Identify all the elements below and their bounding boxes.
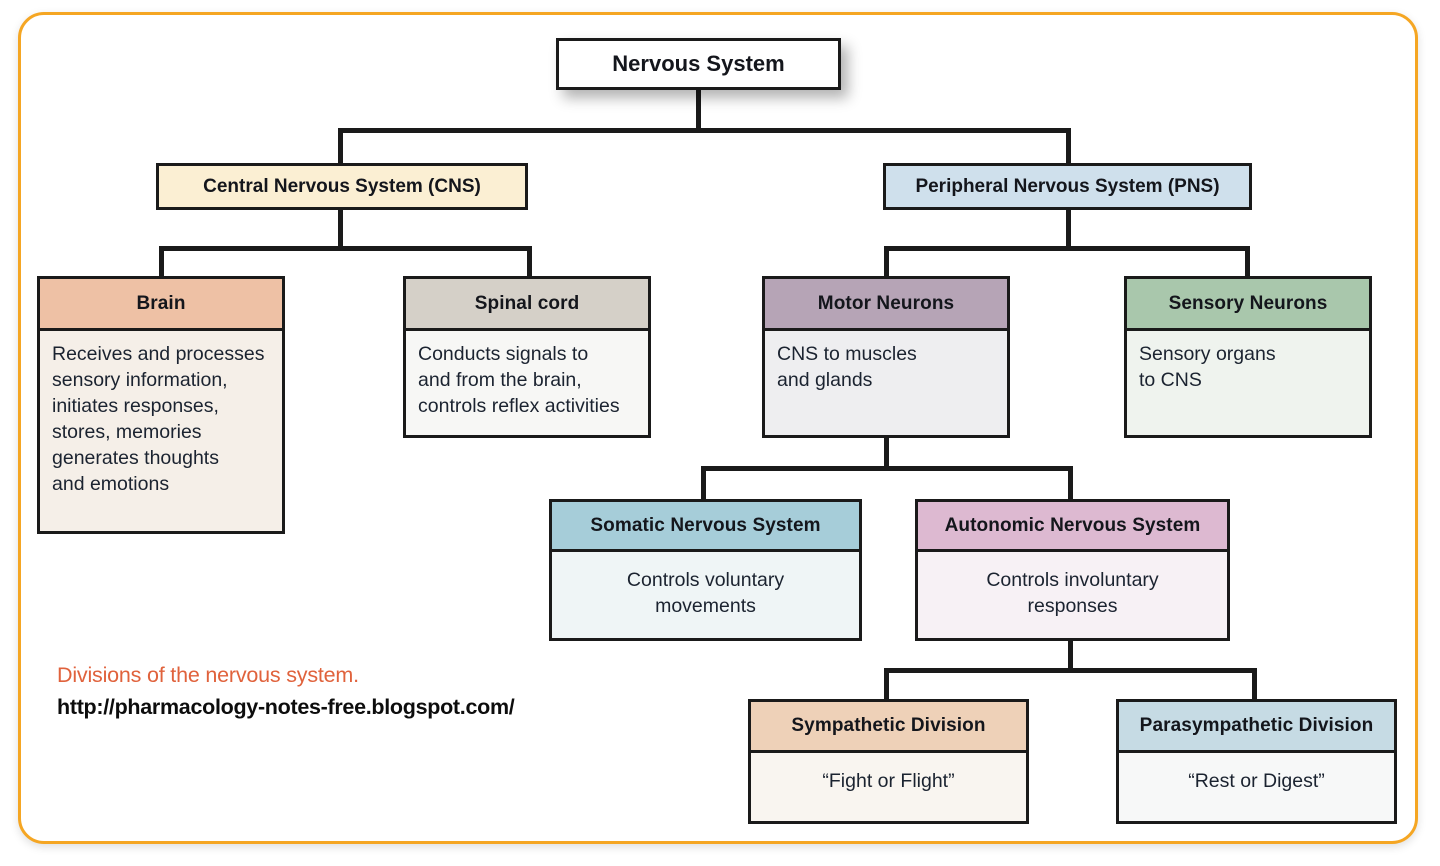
node-brain-body: Receives and processes sensory informati… bbox=[40, 328, 282, 531]
brain-line: initiates responses, bbox=[52, 394, 219, 417]
connector-to-autonomic bbox=[1068, 466, 1073, 500]
node-somatic-header: Somatic Nervous System bbox=[552, 502, 859, 549]
connector-pns-stem bbox=[1066, 208, 1071, 250]
connector-autonomic-bar bbox=[884, 668, 1256, 673]
node-parasympathetic-body: “Rest or Digest” bbox=[1119, 750, 1394, 821]
brain-line: stores, memories bbox=[52, 420, 202, 443]
node-autonomic-header: Autonomic Nervous System bbox=[918, 502, 1227, 549]
autonomic-line: Controls involuntary bbox=[986, 569, 1159, 591]
connector-to-somatic bbox=[701, 466, 706, 500]
node-pns-label: Peripheral Nervous System (PNS) bbox=[915, 175, 1220, 197]
caption-url[interactable]: http://pharmacology-notes-free.blogspot.… bbox=[57, 695, 515, 720]
parasympathetic-line: “Rest or Digest” bbox=[1188, 770, 1325, 792]
node-motor-neurons-label: Motor Neurons bbox=[817, 292, 955, 314]
node-somatic-label: Somatic Nervous System bbox=[590, 514, 821, 536]
motor-line: and glands bbox=[777, 368, 873, 391]
caption-title: Divisions of the nervous system. bbox=[57, 663, 359, 687]
node-autonomic-nervous-system[interactable]: Autonomic Nervous System Controls involu… bbox=[915, 499, 1230, 641]
connector-to-motor-neurons bbox=[884, 246, 889, 278]
node-somatic-nervous-system[interactable]: Somatic Nervous System Controls voluntar… bbox=[549, 499, 862, 641]
brain-line: generates thoughts bbox=[52, 446, 219, 469]
sensory-line: to CNS bbox=[1139, 368, 1202, 391]
node-somatic-body: Controls voluntary movements bbox=[552, 549, 859, 638]
node-sympathetic-label: Sympathetic Division bbox=[791, 715, 986, 736]
node-brain[interactable]: Brain Receives and processes sensory inf… bbox=[37, 276, 285, 534]
node-motor-neurons[interactable]: Motor Neurons CNS to muscles and glands bbox=[762, 276, 1010, 438]
brain-line: sensory information, bbox=[52, 368, 228, 391]
node-sensory-neurons[interactable]: Sensory Neurons Sensory organs to CNS bbox=[1124, 276, 1372, 438]
motor-line: CNS to muscles bbox=[777, 343, 917, 365]
node-sympathetic-header: Sympathetic Division bbox=[751, 702, 1026, 750]
node-nervous-system-label: Nervous System bbox=[612, 51, 785, 76]
node-parasympathetic-division[interactable]: Parasympathetic Division “Rest or Digest… bbox=[1116, 699, 1397, 824]
node-nervous-system[interactable]: Nervous System bbox=[556, 38, 841, 90]
node-motor-neurons-header: Motor Neurons bbox=[765, 279, 1007, 328]
node-sensory-neurons-label: Sensory Neurons bbox=[1168, 292, 1328, 314]
spinal-line: and from the brain, bbox=[418, 368, 582, 391]
node-parasympathetic-header: Parasympathetic Division bbox=[1119, 702, 1394, 750]
node-sensory-neurons-body: Sensory organs to CNS bbox=[1127, 328, 1369, 435]
connector-to-parasympathetic bbox=[1252, 668, 1257, 700]
connector-motor-bar bbox=[701, 466, 1072, 471]
connector-to-spinal-cord bbox=[527, 246, 532, 278]
connector-to-cns bbox=[338, 128, 343, 168]
connector-autonomic-stem bbox=[1068, 638, 1073, 672]
node-autonomic-body: Controls involuntary responses bbox=[918, 549, 1227, 638]
node-spinal-cord-label: Spinal cord bbox=[474, 292, 580, 314]
connector-to-brain bbox=[159, 246, 164, 278]
node-sympathetic-division[interactable]: Sympathetic Division “Fight or Flight” bbox=[748, 699, 1029, 824]
node-spinal-cord-header: Spinal cord bbox=[406, 279, 648, 328]
node-sympathetic-body: “Fight or Flight” bbox=[751, 750, 1026, 821]
brain-line: and emotions bbox=[52, 472, 170, 495]
connector-level1-bar bbox=[338, 128, 1071, 133]
spinal-line: controls reflex activities bbox=[418, 394, 620, 417]
connector-cns-bar bbox=[159, 246, 532, 251]
connector-motor-stem bbox=[884, 434, 889, 470]
caption: Divisions of the nervous system. http://… bbox=[57, 659, 697, 724]
somatic-line: Controls voluntary bbox=[626, 569, 785, 591]
brain-line: Receives and processes bbox=[52, 343, 265, 365]
sensory-line: Sensory organs bbox=[1139, 343, 1276, 365]
node-pns[interactable]: Peripheral Nervous System (PNS) bbox=[883, 163, 1252, 210]
node-sensory-neurons-header: Sensory Neurons bbox=[1127, 279, 1369, 328]
connector-pns-bar bbox=[884, 246, 1250, 251]
connector-to-sensory-neurons bbox=[1245, 246, 1250, 278]
node-brain-label: Brain bbox=[136, 292, 186, 314]
connector-cns-stem bbox=[338, 208, 343, 250]
node-spinal-cord[interactable]: Spinal cord Conducts signals to and from… bbox=[403, 276, 651, 438]
node-brain-header: Brain bbox=[40, 279, 282, 328]
autonomic-line: responses bbox=[1027, 594, 1118, 617]
connector-to-sympathetic bbox=[884, 668, 889, 700]
node-spinal-cord-body: Conducts signals to and from the brain, … bbox=[406, 328, 648, 435]
connector-root-stem bbox=[696, 88, 701, 132]
node-cns[interactable]: Central Nervous System (CNS) bbox=[156, 163, 528, 210]
node-cns-label: Central Nervous System (CNS) bbox=[203, 175, 481, 197]
node-autonomic-label: Autonomic Nervous System bbox=[944, 514, 1201, 536]
node-motor-neurons-body: CNS to muscles and glands bbox=[765, 328, 1007, 435]
sympathetic-line: “Fight or Flight” bbox=[822, 770, 955, 792]
node-parasympathetic-label: Parasympathetic Division bbox=[1139, 715, 1374, 736]
spinal-line: Conducts signals to bbox=[418, 343, 589, 365]
somatic-line: movements bbox=[655, 594, 756, 617]
connector-to-pns bbox=[1066, 128, 1071, 168]
